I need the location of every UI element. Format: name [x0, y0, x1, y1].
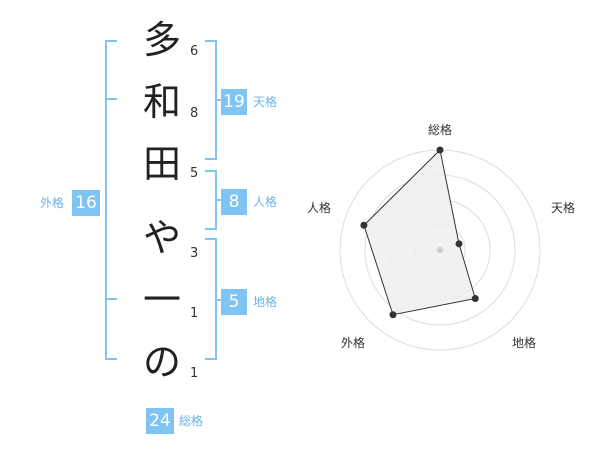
name-char-4: や — [142, 216, 181, 260]
jinkaku-bracket — [205, 170, 217, 230]
radar-point-5 — [360, 221, 368, 229]
name-char-3: 田 — [142, 142, 181, 186]
chikaku-bracket-tick — [217, 299, 223, 301]
gaikaku-bracket-inner-tick-top — [105, 98, 117, 100]
radar-axis-label-soukaku: 総格 — [427, 123, 452, 137]
stroke-count-1: 6 — [190, 44, 199, 59]
gaikaku-bracket-inner-tick-bottom — [105, 298, 117, 300]
tenkaku-label: 天格 — [253, 95, 278, 109]
radar-point-2 — [455, 240, 463, 248]
stroke-count-6: 1 — [190, 366, 199, 381]
jinkaku-bracket-tick — [217, 199, 223, 201]
name-char-5: 一 — [142, 278, 181, 322]
stroke-count-3: 5 — [190, 166, 199, 181]
radar-point-3 — [471, 295, 479, 303]
stroke-count-5: 1 — [190, 306, 199, 321]
radar-axis-label-chikaku: 地格 — [511, 336, 536, 350]
name-char-2: 和 — [142, 80, 181, 124]
radar-axis-label-jinkaku: 人格 — [306, 201, 331, 215]
stroke-count-2: 8 — [190, 106, 199, 121]
radar-center-dot — [437, 247, 443, 253]
jinkaku-badge: 8 — [221, 189, 247, 215]
name-char-6: の — [142, 340, 181, 384]
tenkaku-bracket — [205, 40, 217, 160]
radar-axis-label-tenkaku: 天格 — [550, 201, 575, 215]
soukaku-label: 総格 — [179, 414, 204, 428]
tenkaku-bracket-tick — [217, 99, 223, 101]
jinkaku-label: 人格 — [253, 195, 278, 209]
radar-axis-label-gaikaku: 外格 — [340, 336, 365, 350]
name-char-1: 多 — [142, 18, 181, 62]
chikaku-badge: 5 — [221, 289, 247, 315]
radar-point-4 — [389, 311, 397, 319]
gaikaku-badge: 16 — [72, 190, 100, 216]
gaikaku-label: 外格 — [40, 196, 65, 210]
soukaku-badge: 24 — [146, 408, 174, 434]
gaikaku-bracket — [105, 40, 117, 360]
radar-point-1 — [436, 146, 444, 154]
tenkaku-badge: 19 — [221, 89, 247, 115]
chikaku-label: 地格 — [253, 295, 278, 309]
stroke-count-4: 3 — [190, 246, 199, 261]
chikaku-bracket — [205, 238, 217, 360]
radar-series-polygon — [363, 148, 476, 316]
